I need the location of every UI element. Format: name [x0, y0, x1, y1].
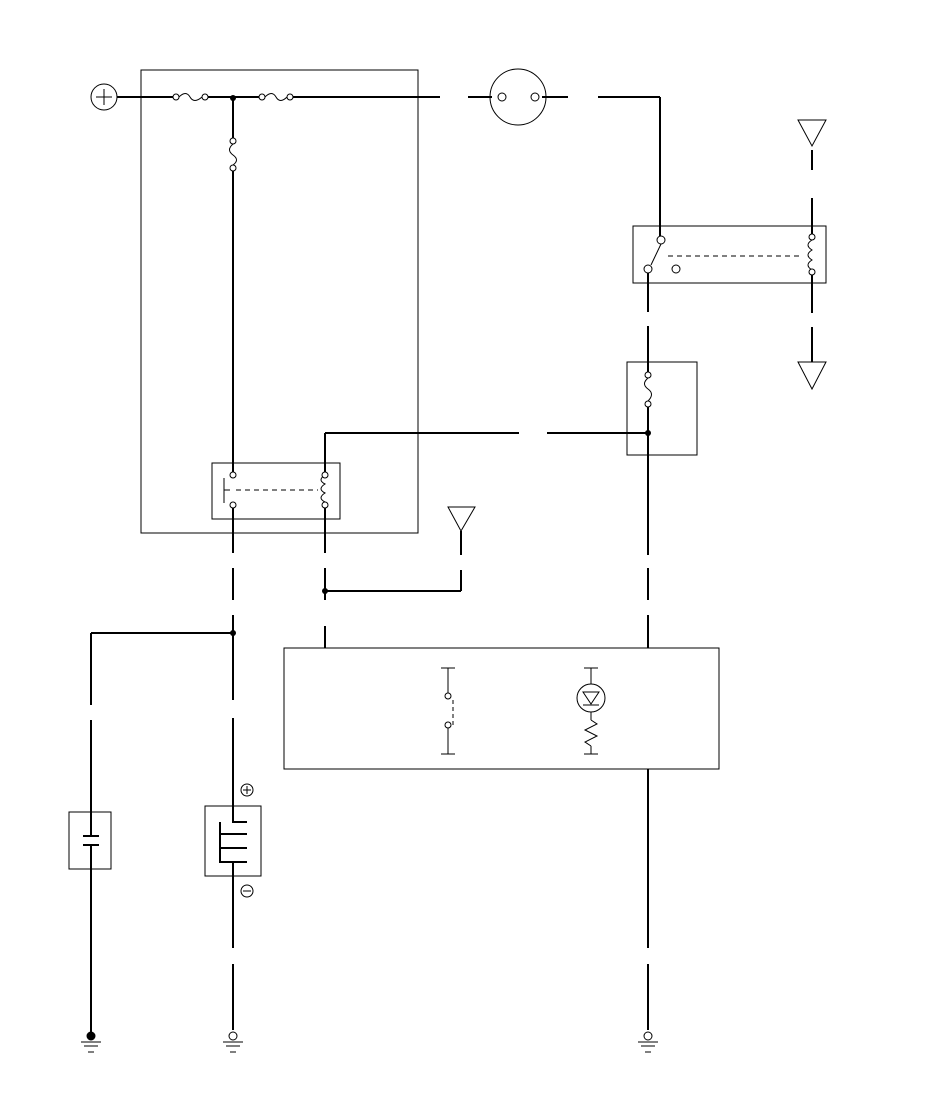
ground-icon [638, 1031, 658, 1053]
capacitor-icon [68, 811, 112, 1036]
relay-coil-wire [324, 430, 651, 472]
battery-minus-marker-icon [240, 884, 254, 898]
control-module [283, 647, 720, 770]
fuse-icon [172, 93, 209, 101]
led-icon [576, 667, 606, 720]
top-bus-wire [117, 95, 661, 236]
relay-icon [211, 462, 341, 520]
fuse-icon [258, 93, 294, 101]
antenna-icon [797, 361, 827, 391]
fuse-icon [626, 361, 698, 456]
switch-icon [441, 667, 455, 755]
relay-icon [632, 225, 827, 284]
fuse-relay-box [140, 69, 419, 534]
connector-plug-icon [489, 68, 547, 126]
fuse-icon [229, 98, 237, 472]
main-feed-wire [90, 508, 236, 812]
battery-icon [204, 805, 262, 1030]
ground-icon [81, 1031, 101, 1053]
coil-ground-wire [322, 508, 462, 648]
battery-plus-marker-icon [240, 783, 254, 797]
antenna-icon [447, 506, 476, 555]
ground-icon [223, 1031, 243, 1053]
antenna-icon [797, 119, 827, 148]
battery-positive-terminal-icon [90, 83, 118, 111]
resistor-icon [583, 719, 599, 755]
